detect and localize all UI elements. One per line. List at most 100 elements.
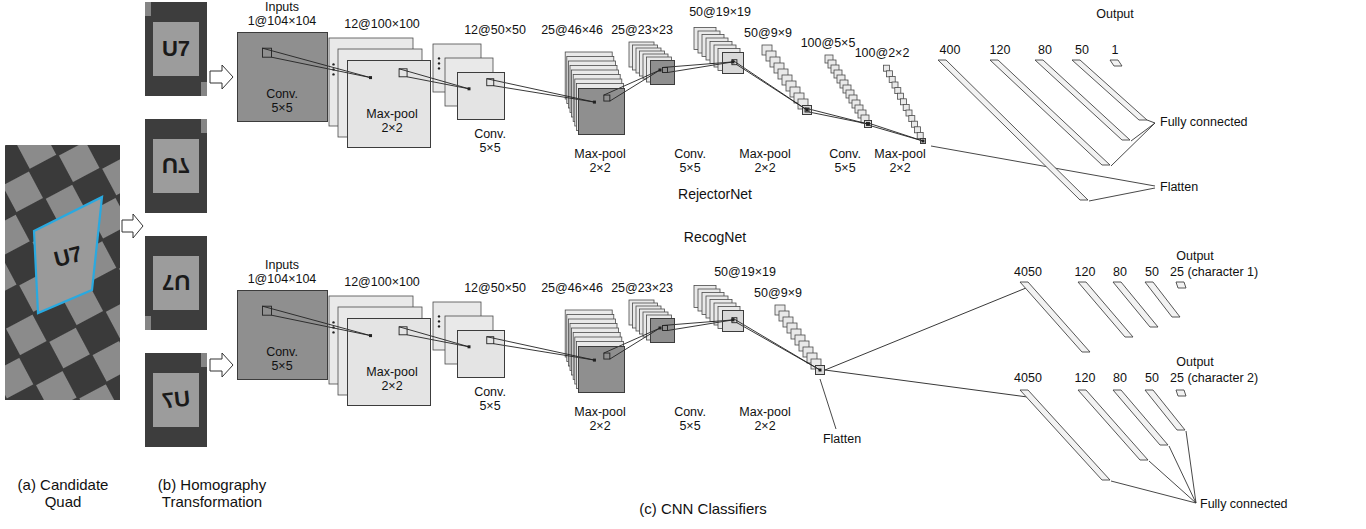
layer-size-label: Output <box>1096 8 1134 22</box>
fc-layer: Output25 (character 1) <box>1176 282 1186 288</box>
dimension-label: 25@23×23 <box>611 24 673 38</box>
fc-layer-shape <box>1078 390 1148 460</box>
projection-line <box>825 370 1029 397</box>
leader-line <box>1149 461 1196 503</box>
ellipsis-dot <box>438 325 440 327</box>
patch-corner <box>201 353 207 367</box>
feature-map-copy <box>886 71 892 77</box>
patch-square <box>153 139 199 193</box>
feature-map-fill <box>457 330 505 378</box>
image-text: U7 <box>162 153 190 178</box>
ellipsis-dot <box>332 73 334 75</box>
image-text: U7 <box>161 386 192 414</box>
dimension-label: 25@23×23 <box>611 282 673 296</box>
fc-layer: Output25 (character 2) <box>1176 390 1186 396</box>
patch-corner <box>201 82 207 96</box>
fc-layer-shape <box>1145 282 1180 317</box>
feature-map: 25@23×23Conv. 5×5 <box>650 318 675 343</box>
patch-photo <box>145 119 207 213</box>
ellipsis-dot <box>332 321 334 323</box>
patch-corner <box>201 119 207 133</box>
network-name: RecogNet <box>684 229 746 245</box>
candidate-quad <box>34 197 102 313</box>
feature-map-copy <box>912 121 918 127</box>
operation-label: Conv. 5×5 <box>470 128 510 156</box>
fc-layer-bar <box>1110 60 1122 66</box>
feature-map-copy <box>914 127 920 133</box>
leader-lines <box>820 120 1196 503</box>
dimension-label: 100@2×2 <box>855 47 910 61</box>
layer-size-label: 80 <box>1113 372 1127 386</box>
dimension-label: Inputs 1@104×104 <box>242 1 322 29</box>
feature-map-copy <box>903 104 909 110</box>
fc-layer-bar <box>1145 282 1180 317</box>
ellipsis-dot <box>332 63 334 65</box>
operation-label: Conv. 5×5 <box>260 88 304 116</box>
projection-line <box>866 122 923 141</box>
dimension-label: 12@100×100 <box>344 18 420 32</box>
fc-layer-bar <box>1078 390 1148 460</box>
feature-map: 50@9×9 <box>815 365 825 375</box>
feature-map-fill <box>347 60 431 148</box>
feature-map: 25@23×23Conv. 5×5 <box>650 60 675 85</box>
kernel-square <box>663 68 668 73</box>
patch-photo <box>145 353 207 447</box>
layer-size-label: 4050 <box>1014 372 1042 386</box>
projection-line <box>262 306 370 335</box>
fc-layer-bar <box>1176 282 1186 288</box>
fc-layer: 120 <box>1078 390 1148 460</box>
feature-map-fill <box>237 32 328 122</box>
feature-map: 100@5×5Max-pool 2×2 <box>864 120 872 128</box>
layer-size-label: 50 <box>1145 266 1159 280</box>
patch-corner <box>145 316 151 330</box>
projection-line <box>604 328 660 359</box>
operation-label: Max-pool 2×2 <box>870 148 930 176</box>
operation-label: Conv. 5×5 <box>670 148 710 176</box>
operation-label: 25 (character 2) <box>1170 372 1258 386</box>
operation-label: 1 <box>1112 44 1119 58</box>
feature-map: 12@100×100Max-pool 2×2 <box>347 318 431 406</box>
patch-photo <box>145 236 207 330</box>
patch-corner <box>145 2 151 16</box>
leader-line <box>1131 123 1155 141</box>
layer-size-label: 120 <box>1075 372 1096 386</box>
layer-size-label: 120 <box>990 44 1011 58</box>
layer-size-label: Output <box>1176 356 1214 370</box>
operation-label: 25 (character 1) <box>1170 266 1258 280</box>
operation-label: Conv. 5×5 <box>670 406 710 434</box>
dimension-label: 25@46×46 <box>541 24 603 38</box>
feature-map: 50@19×19Max-pool 2×2 <box>722 52 744 74</box>
feature-map-fill <box>457 72 505 120</box>
dimension-label: 12@50×50 <box>464 24 526 38</box>
patch-photo <box>145 2 207 96</box>
patch-square <box>153 256 199 310</box>
dimension-label: 50@19×19 <box>689 6 751 20</box>
feature-map-copy <box>895 88 901 94</box>
candidate-photo <box>5 145 120 400</box>
ellipsis-dot <box>332 331 334 333</box>
feature-map-fill <box>237 290 328 380</box>
layer-size-label: 120 <box>1075 266 1096 280</box>
subfigure-caption: (a) Candidate Quad <box>7 476 119 511</box>
fc-layer: 50 <box>1145 282 1180 317</box>
operation-label: Conv. 5×5 <box>260 346 304 374</box>
layer-size-label: 50 <box>1145 372 1159 386</box>
projection-line <box>262 48 370 77</box>
input-image-box: Inputs 1@104×104Conv. 5×5 <box>237 290 328 380</box>
fc-layer-shape <box>1176 282 1186 288</box>
projection-line <box>805 108 868 124</box>
feature-map-copy <box>892 82 898 88</box>
fc-layer: 80 <box>1035 60 1130 140</box>
feature-map: 50@9×9Conv. 5×5 <box>802 105 812 115</box>
feature-map-copy <box>906 110 912 116</box>
leader-line <box>1186 431 1196 503</box>
image-text: U7 <box>162 270 190 295</box>
feature-map: 100@2×2 <box>920 138 926 144</box>
patch-square <box>153 22 199 76</box>
hollow-arrow <box>122 214 143 238</box>
feature-map: 12@50×50Conv. 5×5 <box>457 72 505 120</box>
leader-line <box>931 146 1155 186</box>
